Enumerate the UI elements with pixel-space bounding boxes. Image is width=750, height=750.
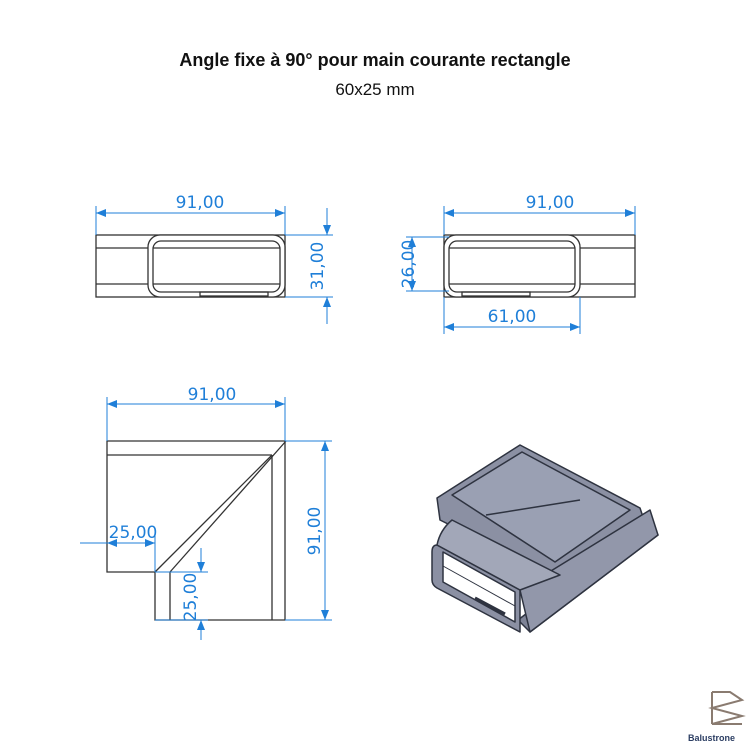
top-view <box>106 440 287 621</box>
dim-offset-vertical: 25,00 <box>181 573 201 622</box>
isometric-view <box>431 444 659 633</box>
brand-logo-icon <box>708 691 746 725</box>
dim-height-view3: 91,00 <box>305 507 325 556</box>
dimension-lines-view3 <box>80 397 332 640</box>
page-subtitle: 60x25 mm <box>335 80 415 99</box>
front-view-right <box>443 234 636 298</box>
brand-logo-text: Balustrone <box>688 733 736 743</box>
dim-inner-width-view2: 61,00 <box>488 307 537 327</box>
page-title: Angle fixe à 90° pour main courante rect… <box>179 50 571 70</box>
front-view-left <box>95 234 286 298</box>
dim-offset-horizontal: 25,00 <box>109 523 158 543</box>
dim-height-view2: 26,00 <box>399 240 419 289</box>
dim-height-view1: 31,00 <box>308 242 328 291</box>
dimension-lines-view2 <box>406 206 636 334</box>
dimension-lines-view1 <box>95 206 333 324</box>
dim-width-view3: 91,00 <box>188 385 237 405</box>
dim-width-view2: 91,00 <box>526 193 575 213</box>
dim-width-view1: 91,00 <box>176 193 225 213</box>
